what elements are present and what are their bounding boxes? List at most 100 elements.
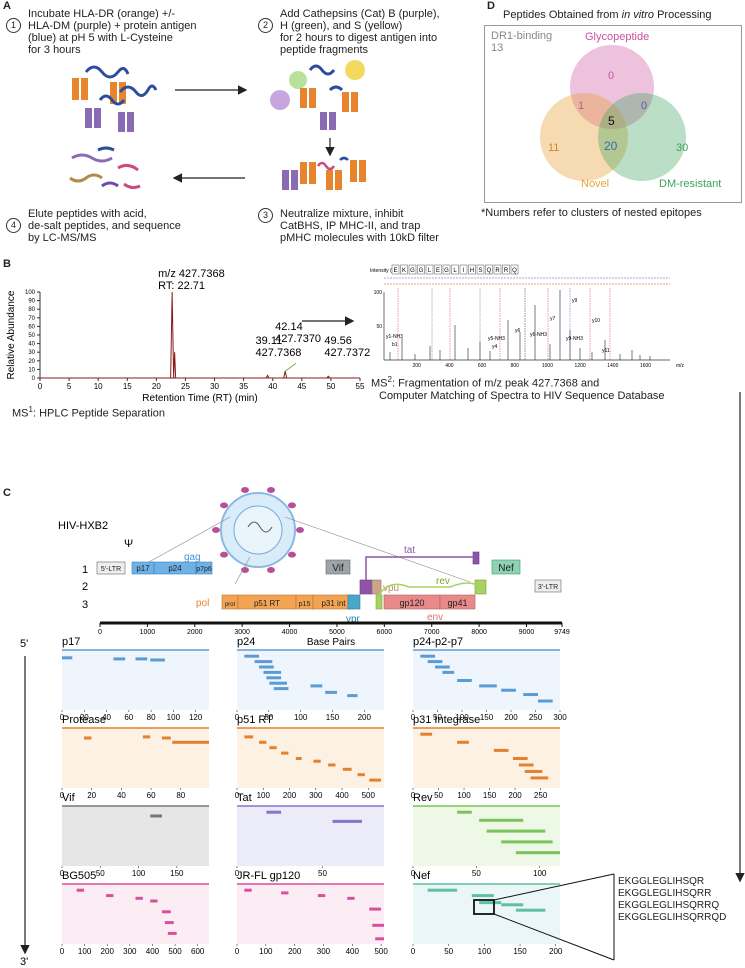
p7p6-box [195, 561, 213, 575]
peptide-bar [167, 931, 177, 935]
peptide-bar [442, 670, 455, 674]
gp120-box-label: gp120 [399, 598, 424, 608]
strain-label: HIV-HXB2 [58, 520, 108, 532]
ms2-ion-label: y9 [572, 298, 578, 304]
peptide-bar [523, 693, 538, 697]
step-1-line: for 3 hours [28, 44, 81, 56]
plot-tick-label: 150 [483, 791, 497, 800]
ms2-ion-label: y10 [592, 318, 600, 324]
panel-label-c: C [3, 487, 11, 499]
bp-axis-label: Base Pairs [307, 637, 355, 648]
nef-seq-2: EKGGLEGLIHSQRR [618, 888, 712, 899]
bp-tick-label: 2000 [187, 629, 203, 636]
arrow-to-nef [735, 392, 745, 883]
peptide-bar [435, 665, 450, 669]
rev-exon2-box [474, 579, 487, 595]
p24-box-label: p24 [168, 564, 182, 573]
peptide-bar [113, 657, 126, 661]
plot-tick-label: 20 [87, 791, 96, 800]
virion-spike [212, 527, 220, 533]
y-tick-label: 90 [28, 299, 35, 305]
y-tick-label: 100 [25, 290, 36, 296]
x-tick-label: 20 [152, 382, 161, 391]
ms2-ion-label: y6-NH3 [530, 332, 547, 338]
step-3-text: Neutralize mixture, inhibit CatBHS, IP M… [280, 208, 439, 244]
plot-tick-label: 50 [318, 869, 327, 878]
five-prime-label: 5' [20, 638, 28, 650]
tat-label: tat [404, 545, 415, 556]
sequence-residue: L [453, 268, 457, 274]
x-tick-label: 5 [67, 382, 72, 391]
intensity-label: Intensity (%) [370, 268, 398, 274]
vif-box [325, 559, 351, 575]
label-dm-resistant: DM-resistant [659, 178, 722, 190]
peptide-bar [457, 679, 472, 682]
frame-label: 3 [82, 599, 88, 611]
peak-label: 42.14 [275, 321, 303, 333]
venn-glyco-dm: 0 [641, 100, 648, 112]
peptide-bar [457, 740, 469, 744]
p7p6-box-label: p7p6 [196, 566, 212, 573]
virion-spike [266, 566, 275, 573]
tat-exon1-box [359, 579, 373, 595]
ltr5-box [96, 561, 126, 575]
chromatogram-trace [40, 291, 360, 379]
sequence-residue: Q [512, 268, 517, 274]
plot-tick-label: 100 [257, 791, 271, 800]
plot-title: Tat [237, 792, 252, 804]
panel-a-schematic [69, 60, 366, 190]
nef-zoom-line [493, 873, 615, 901]
x-tick-label: 35 [239, 382, 248, 391]
ms2-caption-line1: : Fragmentation of m/z peak 427.7368 and [391, 377, 600, 390]
panel-label-a: A [3, 0, 11, 12]
peptide-bar [427, 888, 458, 892]
sequence-residue: R [504, 268, 509, 274]
x-tick-label: 25 [181, 382, 190, 391]
ms2-caption-prefix: MS [371, 377, 388, 390]
virion-spike [241, 566, 250, 573]
frame-label: 1 [82, 564, 88, 576]
venn-footnote: *Numbers refer to clusters of nested epi… [481, 207, 702, 219]
sequence-box [400, 264, 408, 275]
peak-leader [284, 362, 297, 372]
peptide-bar [263, 670, 282, 674]
plot-tick-label: 100 [78, 947, 92, 956]
plot-tick-label: 0 [411, 947, 416, 956]
plot-tick-label: 150 [326, 713, 340, 722]
step-1-line: Incubate HLA-DR (orange) +/- [28, 8, 176, 20]
peptide-bar [479, 684, 497, 688]
plot-tick-label: 0 [235, 869, 240, 878]
peptide-bar [332, 819, 362, 823]
peak-label: m/z 427.7368 [158, 268, 225, 280]
venn-circle-dm-resistant [598, 93, 686, 181]
virion-core [233, 505, 283, 555]
plot-tick-label: 300 [317, 947, 331, 956]
plot-tick-label: 150 [170, 869, 184, 878]
plot-tick-label: 60 [147, 791, 156, 800]
venn-circle-novel [540, 93, 628, 181]
peptide-bar [62, 656, 73, 660]
panel-label-d: D [487, 0, 495, 12]
virion-connector [234, 556, 251, 585]
peptide-bar [493, 748, 509, 752]
sequence-box [510, 264, 519, 275]
sequence-residue: S [478, 268, 482, 274]
plot-tick-label: 0 [60, 947, 65, 956]
sequence-box [391, 264, 400, 275]
plot-tick-label: 400 [146, 947, 160, 956]
x-tick-label: 0 [38, 382, 43, 391]
sequence-residue: Q [487, 268, 492, 274]
peptide-bar [342, 767, 352, 771]
sequence-residue: E [393, 268, 397, 274]
ltr3-box-label: 3'-LTR [538, 584, 558, 591]
step-1-number: 1 [6, 18, 21, 33]
x-axis-label: Retention Time (RT) (min) [142, 393, 257, 404]
peptide-bar [142, 735, 151, 739]
bp-tick-label: 6000 [377, 629, 393, 636]
plot-tick-label: 400 [335, 791, 349, 800]
virion-connector [139, 516, 231, 568]
venn-circle-glycopeptide [570, 45, 654, 129]
vpr-box [347, 594, 361, 610]
virion-spike [287, 502, 296, 509]
